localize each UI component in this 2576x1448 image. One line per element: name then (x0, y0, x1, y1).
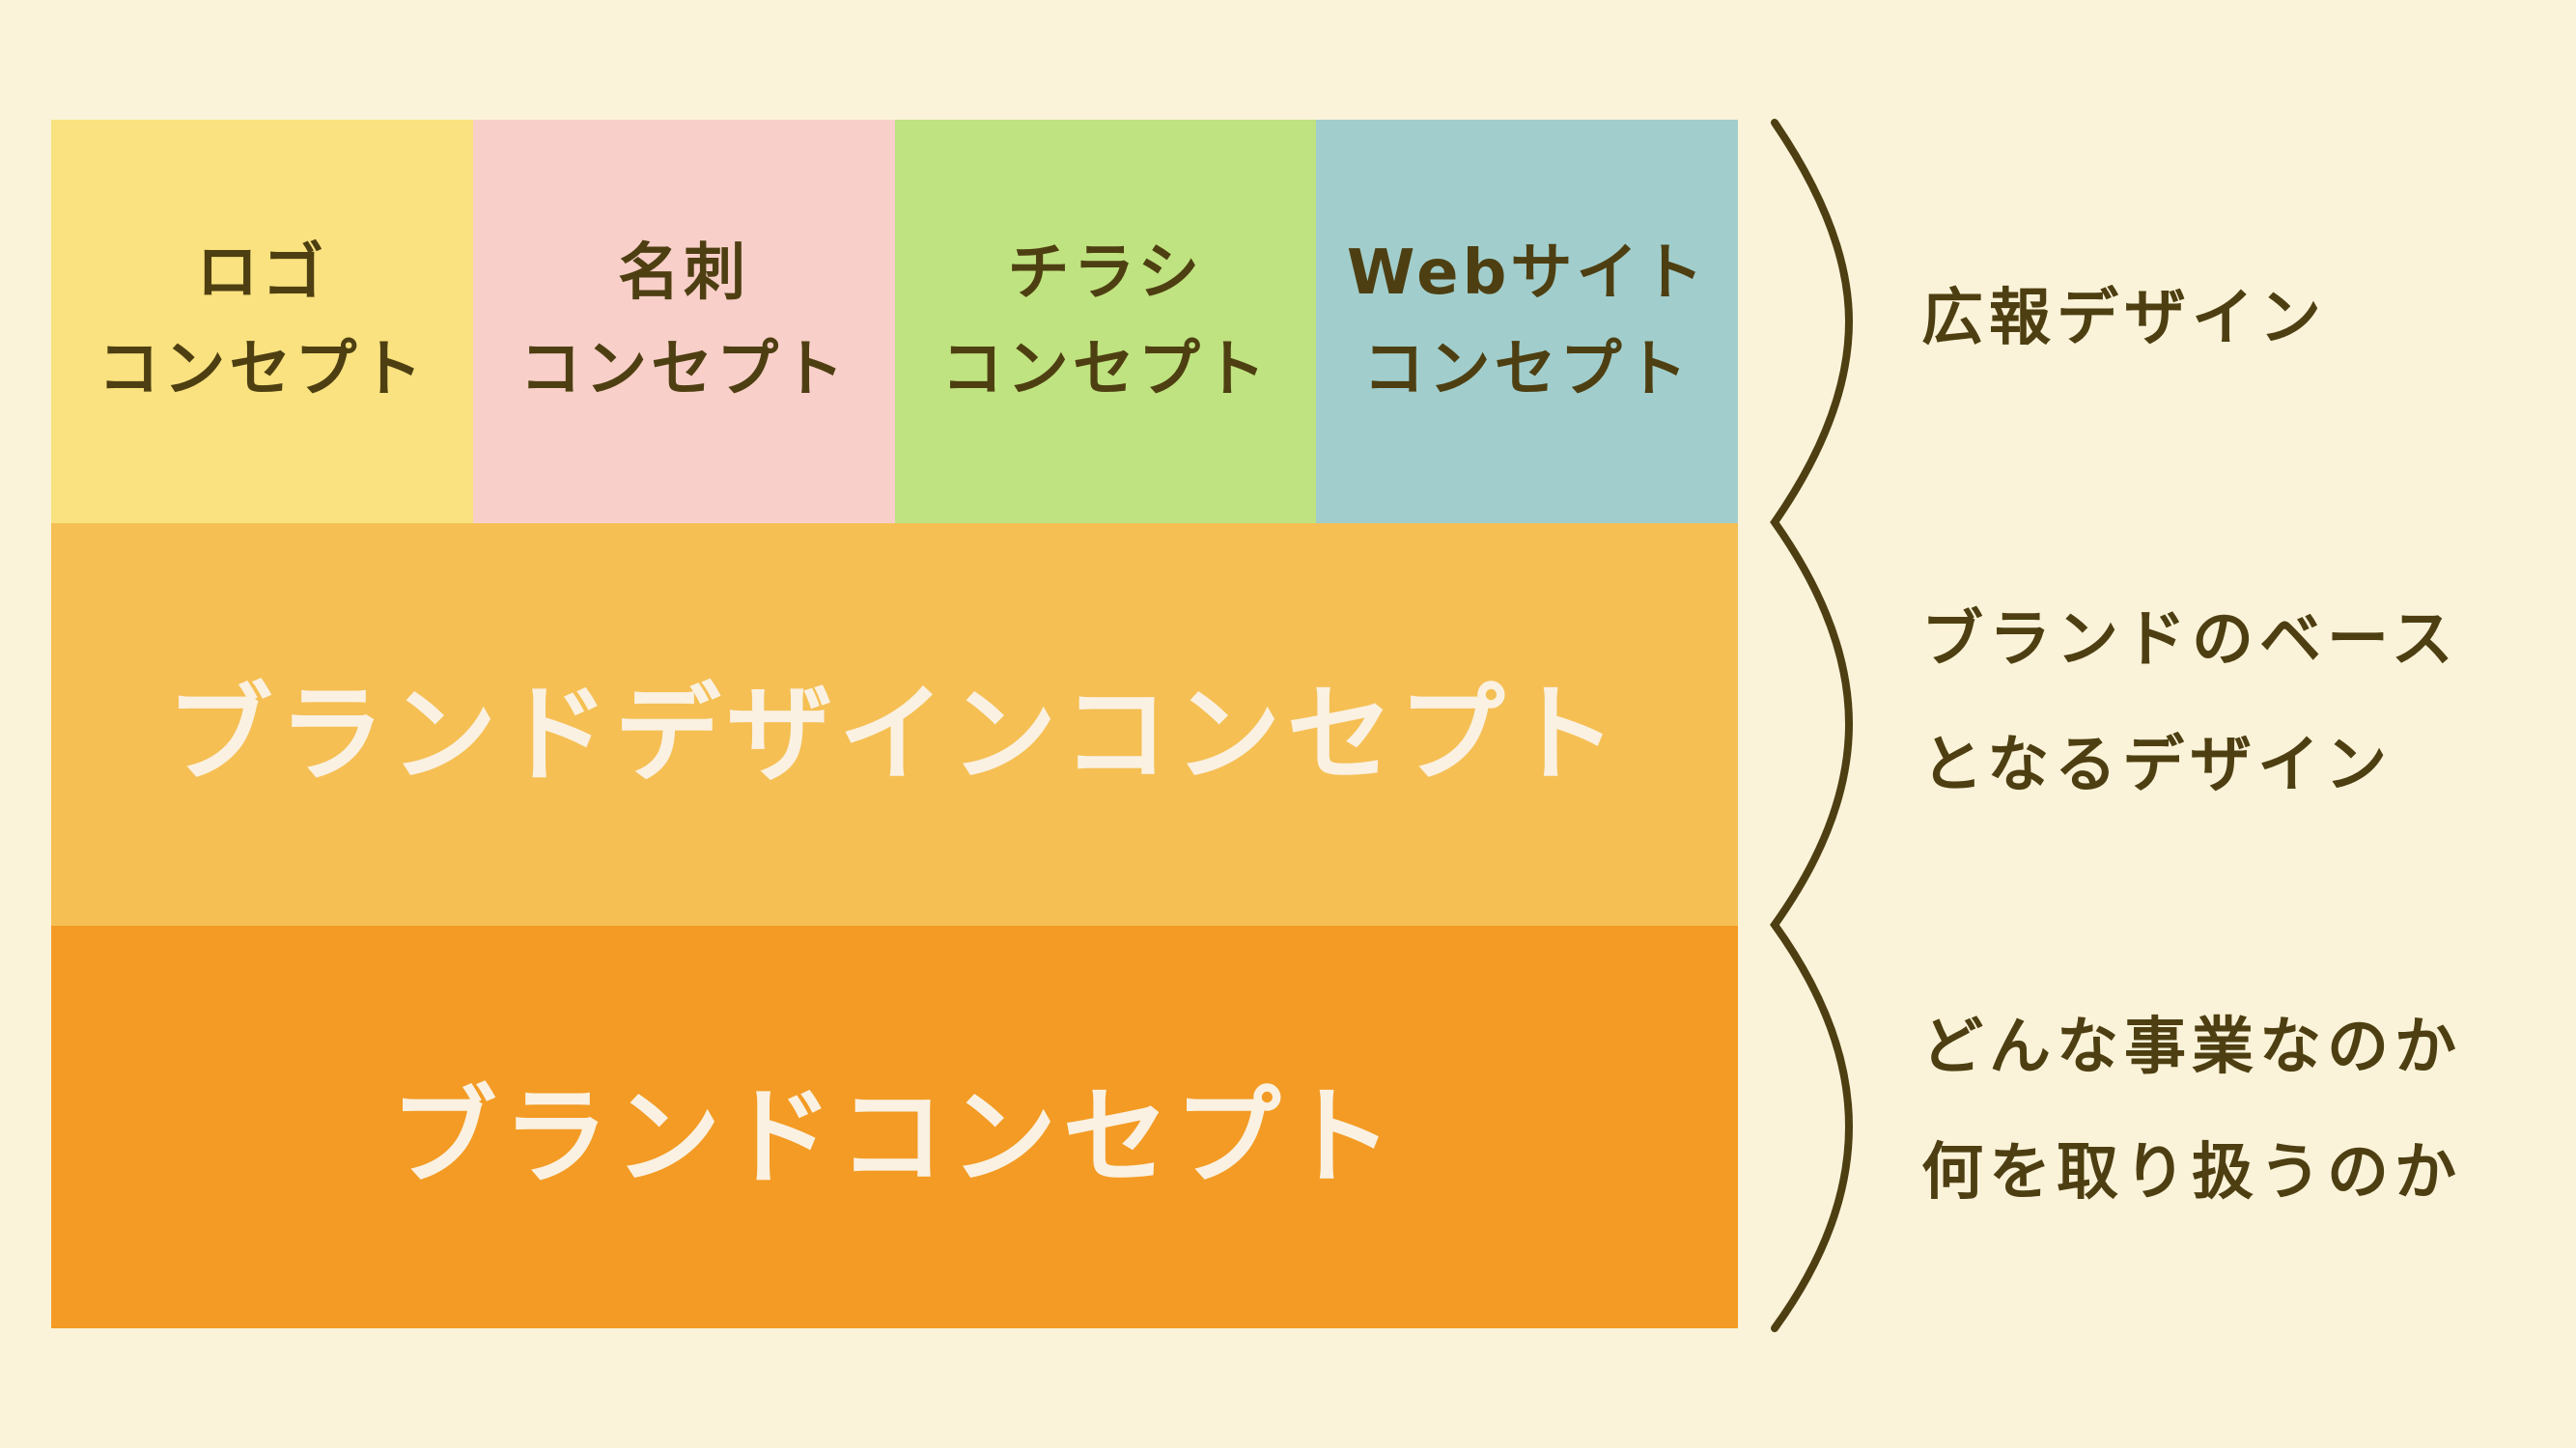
logo-concept-cell: ロゴ コンセプト (51, 120, 473, 523)
cell-line-1: チラシ (1007, 237, 1204, 309)
brand-concept-band: ブランドコンセプト (51, 926, 1738, 1328)
cell-line-1: ロゴ (196, 237, 328, 309)
cell-line-2: コンセプト (1362, 334, 1692, 405)
band-label: ブランドデザインコンセプト (166, 672, 1623, 796)
cell-line-2: コンセプト (519, 334, 849, 405)
website-concept-cell: Webサイト コンセプト (1316, 120, 1738, 523)
brand-design-concept-band: ブランドデザインコンセプト (51, 523, 1738, 926)
cell-line-1: 名刺 (618, 237, 750, 309)
pr-design-annotation: 広報デザイン (1921, 256, 2327, 381)
flyer-concept-cell: チラシ コンセプト (894, 120, 1317, 523)
business-annotation: どんな事業なのか 何を取り扱うのか (1921, 985, 2462, 1236)
cell-line-2: コンセプト (940, 334, 1270, 405)
annotation-line: 広報デザイン (1921, 283, 2327, 354)
business-card-concept-cell: 名刺 コンセプト (472, 120, 895, 523)
annotation-line: となるデザイン (1921, 730, 2394, 801)
annotation-line: どんな事業なのか (1921, 1012, 2462, 1083)
concept-hierarchy-diagram: ロゴ コンセプト 名刺 コンセプト チラシ コンセプト Webサイト コンセプト… (51, 120, 1738, 1328)
brand-base-annotation: ブランドのベース となるデザイン (1921, 577, 2459, 828)
annotation-line: ブランドのベース (1921, 604, 2459, 676)
cell-line-1: Webサイト (1346, 237, 1708, 309)
pr-design-row: ロゴ コンセプト 名刺 コンセプト チラシ コンセプト Webサイト コンセプト (51, 120, 1738, 523)
cell-line-2: コンセプト (98, 334, 427, 405)
band-label: ブランドコンセプト (390, 1074, 1399, 1199)
triple-brace-icon (1770, 119, 1854, 1332)
annotation-line: 何を取り扱うのか (1921, 1137, 2462, 1209)
